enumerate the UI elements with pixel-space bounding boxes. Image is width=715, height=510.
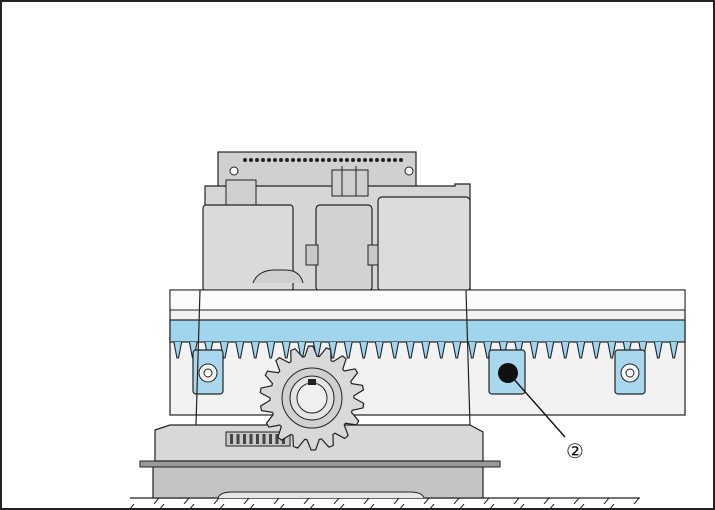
- callout-label: ②: [566, 439, 584, 463]
- terminal-pin: [321, 158, 325, 162]
- callout-2: ②: [511, 376, 584, 463]
- terminal-pin: [303, 158, 307, 162]
- vent-slot: [249, 434, 253, 444]
- vent-slot: [269, 434, 272, 444]
- terminal-pin: [309, 158, 313, 162]
- vent-slot: [275, 434, 279, 444]
- terminal-pin: [357, 158, 361, 162]
- terminal-pin: [267, 158, 271, 162]
- terminal-pin: [375, 158, 379, 162]
- rack-fixing-clip-middle: [488, 349, 526, 395]
- terminal-pin: [243, 158, 247, 162]
- vent-slot: [256, 434, 259, 444]
- terminal-pin: [255, 158, 259, 162]
- vent-slot: [230, 434, 233, 444]
- rack-fixing-clip-right: [614, 349, 646, 395]
- vent-slot: [262, 434, 266, 444]
- terminal-pin: [285, 158, 289, 162]
- terminal-pin: [399, 158, 403, 162]
- terminal-pin: [393, 158, 397, 162]
- terminal-pin: [363, 158, 367, 162]
- terminal-pin: [279, 158, 283, 162]
- terminal-pin: [249, 158, 253, 162]
- rack-fixing-clip-left: [192, 349, 224, 395]
- vent-slot: [243, 434, 246, 444]
- terminal-pin: [333, 158, 337, 162]
- pinion-gear: [259, 345, 365, 451]
- terminal-pin: [345, 158, 349, 162]
- terminal-pin: [351, 158, 355, 162]
- terminal-pin: [339, 158, 343, 162]
- terminal-pin: [273, 158, 277, 162]
- foundation-base: [130, 460, 640, 510]
- terminal-pin: [369, 158, 373, 162]
- motor-housing: [202, 151, 471, 301]
- terminal-pin: [387, 158, 391, 162]
- terminal-pin: [315, 158, 319, 162]
- toothed-rack: [169, 319, 686, 359]
- terminal-pin: [327, 158, 331, 162]
- terminal-pin: [381, 158, 385, 162]
- terminal-pin: [291, 158, 295, 162]
- terminal-pin: [261, 158, 265, 162]
- vent-slot: [236, 434, 240, 444]
- terminal-pin: [297, 158, 301, 162]
